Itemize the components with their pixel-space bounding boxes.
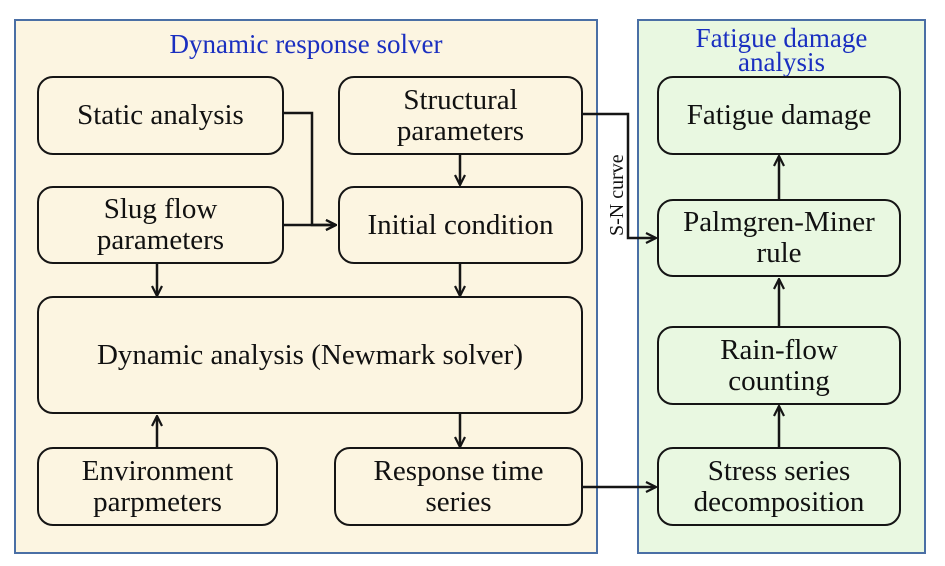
response-time-series-box: Response time series: [334, 447, 583, 526]
dynamic-response-solver-title: Dynamic response solver: [169, 29, 443, 59]
arrow-structural-to-palmgren-sn-curve: [583, 112, 656, 238]
structural-parameters-box: Structural parameters: [338, 76, 583, 155]
fatigue-damage-box: Fatigue damage: [657, 76, 901, 155]
fatigue-damage-analysis-title: Fatigue damage analysis: [695, 23, 868, 77]
sn-curve-label: S-N curve: [606, 154, 628, 236]
dynamic-analysis-box: Dynamic analysis (Newmark solver): [37, 296, 583, 414]
environment-parameters-box: Environment parpmeters: [37, 447, 278, 526]
stress-series-decomposition-box: Stress series decomposition: [657, 447, 901, 526]
palmgren-miner-rule-box: Palmgren-Miner rule: [657, 199, 901, 277]
slug-flow-parameters-box: Slug flow parameters: [37, 186, 284, 264]
initial-condition-box: Initial condition: [338, 186, 583, 264]
static-analysis-box: Static analysis: [37, 76, 284, 155]
rain-flow-counting-box: Rain-flow counting: [657, 326, 901, 405]
arrow-static-to-initial: [284, 111, 336, 225]
